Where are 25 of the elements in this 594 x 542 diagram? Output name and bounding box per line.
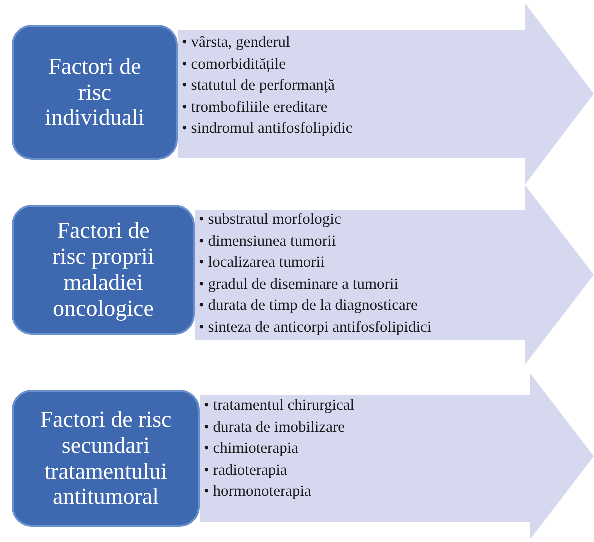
bullet-item: • sinteza de anticorpi antifosfolipidici: [199, 318, 432, 338]
category-title: Factori de risc proprii maladiei oncologice: [52, 218, 156, 322]
bullet-item: • durata de timp de la diagnosticare: [199, 296, 419, 316]
bullet-item: • comorbiditățile: [182, 54, 287, 74]
bullet-item: • chimioterapia: [204, 439, 300, 459]
category-title: Factori de risc secundari tratamentului antitumoral: [39, 406, 173, 510]
bullet-item: • dimensiunea tumorii: [199, 232, 338, 252]
bullet-item: • statutul de performanță: [182, 76, 336, 96]
category-box: [12, 390, 200, 527]
bullet-item: • gradul de diseminare a tumorii: [199, 274, 400, 294]
bullet-item: • radioterapia: [204, 460, 288, 480]
arrow-shape: [200, 373, 594, 540]
category-box: [12, 205, 195, 335]
bullet-item: • durata de imobilizare: [204, 418, 346, 438]
category-box: [12, 25, 178, 160]
arrow-shape: [178, 3, 594, 185]
bullet-item: • sindromul antifosfolipidic: [182, 119, 353, 139]
bullet-item: • substratul morfologic: [199, 210, 342, 230]
bullet-item: • localizarea tumorii: [199, 253, 326, 273]
bullet-item: • tratamentul chirurgical: [204, 396, 355, 416]
bullet-item: • trombofiliile ereditare: [182, 98, 329, 118]
category-title: Factori de risc individuali: [44, 54, 146, 132]
arrow-shape: [195, 185, 594, 365]
bullet-item: • hormonoterapia: [204, 482, 312, 502]
bullet-item: • vârsta, genderul: [182, 33, 292, 53]
